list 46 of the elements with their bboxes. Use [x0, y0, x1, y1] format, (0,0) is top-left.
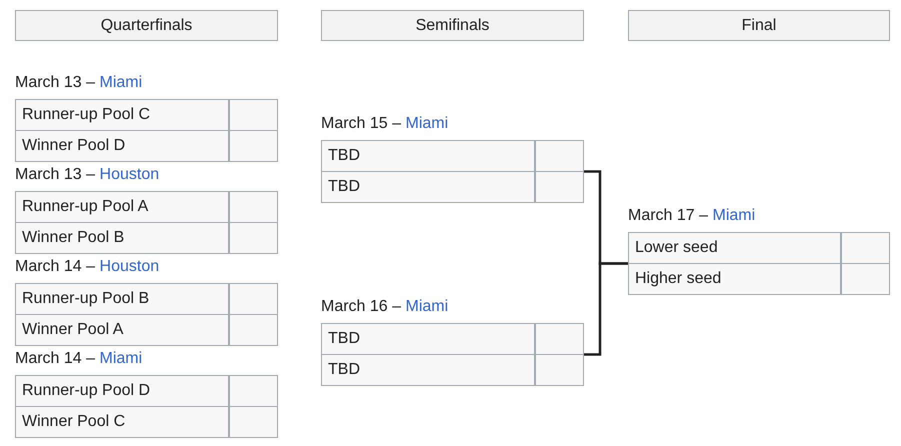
- round-header: Semifinals: [321, 10, 584, 41]
- match-date: March 13 –: [15, 73, 96, 93]
- team-row: [15, 375, 278, 407]
- team-row: [321, 171, 584, 203]
- venue-link: Houston: [100, 165, 160, 185]
- team-name: TBD: [328, 360, 360, 380]
- venue-link: Miami: [100, 73, 142, 93]
- team-row: [15, 222, 278, 254]
- team-name: Winner Pool A: [22, 320, 124, 340]
- team-name: Winner Pool B: [22, 228, 124, 248]
- team-row: [15, 191, 278, 223]
- team-row: [321, 140, 584, 172]
- match-date: March 13 –: [15, 165, 96, 185]
- team-row: [15, 130, 278, 162]
- match-date: March 17 –: [628, 206, 708, 226]
- match-date: March 14 –: [15, 349, 96, 369]
- match-date: March 15 –: [321, 114, 402, 134]
- team-row: [15, 99, 278, 131]
- round-header: Final: [628, 10, 890, 41]
- team-row: [15, 283, 278, 315]
- team-row: [15, 314, 278, 346]
- team-name: Runner-up Pool B: [22, 289, 150, 309]
- team-name: Runner-up Pool C: [22, 105, 150, 125]
- team-row: [628, 232, 890, 264]
- match-date: March 16 –: [321, 297, 402, 317]
- team-name: TBD: [328, 329, 360, 349]
- bracket-connector: [584, 262, 628, 356]
- team-name: Runner-up Pool D: [22, 381, 150, 401]
- venue-link: Miami: [406, 297, 448, 317]
- team-name: TBD: [328, 146, 360, 166]
- team-row: [15, 406, 278, 438]
- team-name: Winner Pool D: [22, 136, 126, 156]
- team-name: Winner Pool C: [22, 412, 126, 432]
- team-name: Higher seed: [635, 269, 722, 289]
- venue-link: Miami: [712, 206, 756, 226]
- team-name: TBD: [328, 177, 360, 197]
- team-row: [321, 354, 584, 386]
- team-row: [321, 323, 584, 355]
- venue-link: Miami: [100, 349, 142, 369]
- venue-link: Miami: [406, 114, 448, 134]
- round-header: Quarterfinals: [15, 10, 278, 41]
- team-row: [628, 263, 890, 295]
- match-date: March 14 –: [15, 257, 96, 277]
- team-name: Runner-up Pool A: [22, 197, 148, 217]
- team-name: Lower seed: [635, 238, 718, 258]
- venue-link: Houston: [100, 257, 160, 277]
